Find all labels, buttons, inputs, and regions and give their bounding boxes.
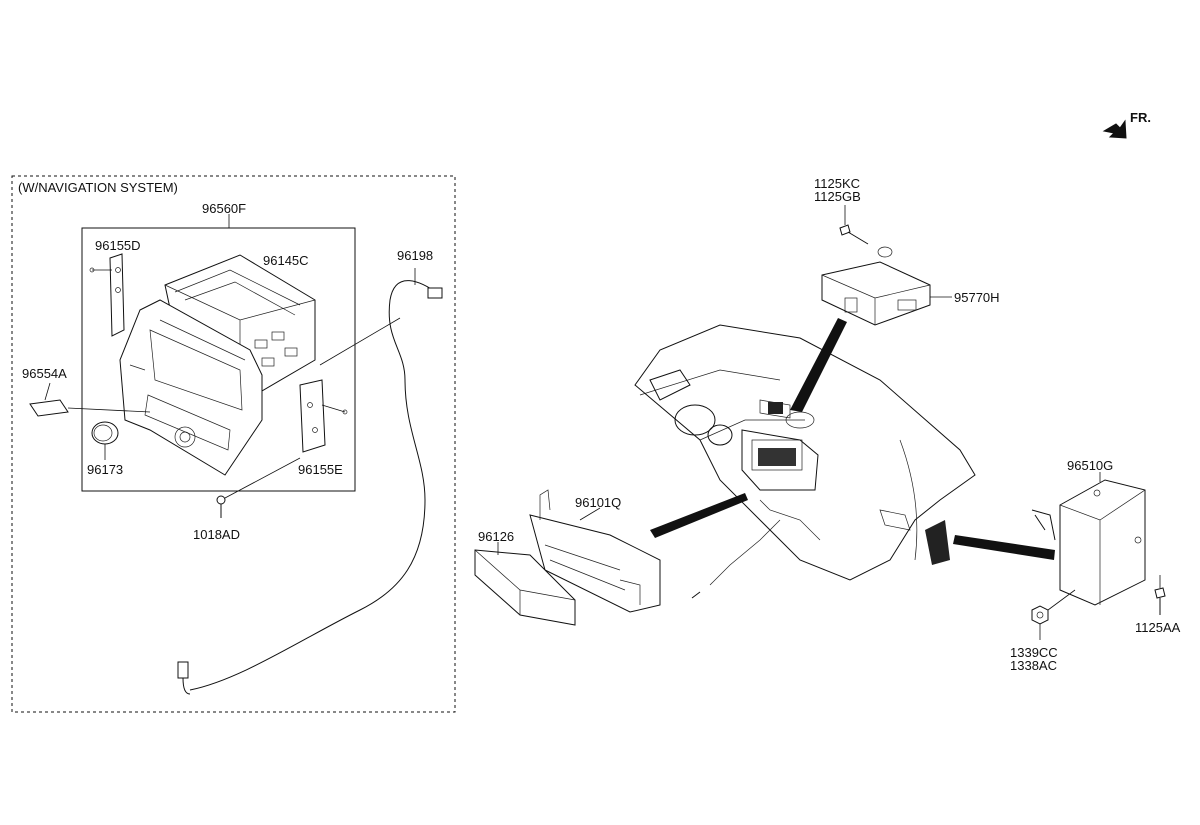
part-label-1125gb: 1125GB — [814, 189, 861, 204]
pad-96554a-drawing — [29, 399, 69, 417]
front-direction-label: FR. — [1130, 110, 1151, 125]
front-arrow-icon — [1102, 119, 1127, 139]
part-label-96198: 96198 — [397, 248, 433, 263]
amp-96510g-drawing — [1031, 472, 1146, 606]
part-label-96145c: 96145C — [263, 253, 309, 268]
bolt-1125aa-drawing — [1154, 575, 1166, 615]
pointer-to-bracket — [650, 493, 748, 538]
part-label-96510g: 96510G — [1067, 458, 1113, 473]
front-panel-drawing — [119, 299, 263, 476]
module-95770h-drawing — [821, 246, 952, 326]
part-label-96155d: 96155D — [95, 238, 141, 253]
navigation-group-box — [11, 175, 456, 713]
part-label-96155e: 96155E — [298, 462, 343, 477]
part-label-1125kc: 1125KC — [814, 176, 860, 191]
screw-1125kc-drawing — [839, 205, 869, 245]
dashboard-drawing — [634, 324, 976, 599]
navigation-group-title: (W/NAVIGATION SYSTEM) — [18, 180, 178, 195]
bracket-96155d-drawing — [89, 253, 125, 337]
location-pointers — [650, 318, 1055, 560]
part-label-1339cc: 1339CC — [1010, 645, 1058, 660]
part-label-96173: 96173 — [87, 462, 123, 477]
pointer-to-module — [790, 318, 847, 412]
part-label-1018ad: 1018AD — [193, 527, 240, 542]
pointer-to-amp — [953, 535, 1055, 560]
part-label-1338ac: 1338AC — [1010, 658, 1057, 673]
part-label-96126: 96126 — [478, 529, 514, 544]
part-label-95770h: 95770H — [954, 290, 1000, 305]
plate-96126-drawing — [474, 542, 576, 626]
part-label-96560f: 96560F — [202, 201, 246, 216]
screw-1018ad-drawing — [216, 457, 301, 518]
head-unit-assembly-box — [81, 227, 356, 492]
part-label-96554a: 96554A — [22, 366, 67, 381]
bracket-96155e-drawing — [299, 379, 348, 453]
front-direction-marker: FR. — [1102, 110, 1151, 139]
cable-96198-drawing — [177, 268, 443, 695]
nut-1339cc-drawing — [1031, 589, 1076, 640]
knob-96173-drawing — [91, 421, 119, 460]
part-label-96101q: 96101Q — [575, 495, 621, 510]
part-label-1125aa: 1125AA — [1135, 620, 1181, 635]
